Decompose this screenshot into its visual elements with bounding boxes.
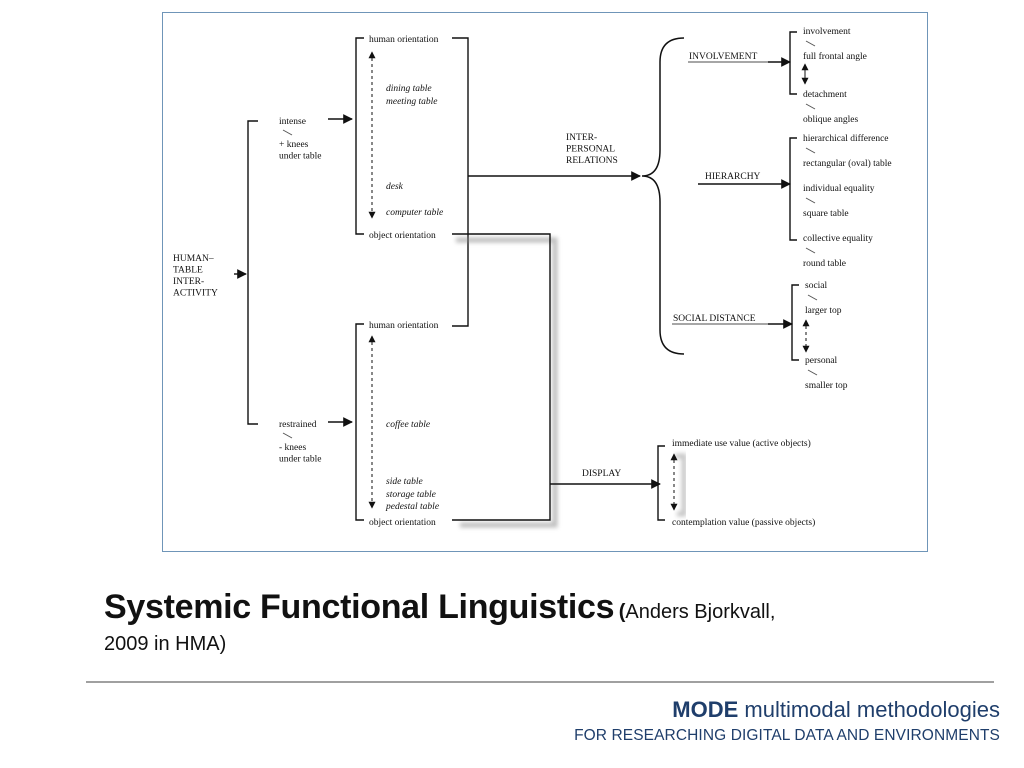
brand-rest: multimodal methodologies [738, 697, 1000, 722]
opt-larger-top: larger top [805, 306, 842, 316]
tick-icon [805, 197, 816, 204]
hierarchy-bracket [789, 137, 797, 241]
tick-icon [805, 247, 816, 254]
interpersonal-brace [641, 37, 685, 355]
tick-icon [807, 369, 818, 376]
opt-hier-diff: hierarchical difference [803, 133, 889, 144]
table-desk: desk [386, 182, 404, 192]
opt-full-frontal: full frontal angle [803, 51, 867, 62]
slide-title: Systemic Functional Linguistics (Anders … [104, 588, 924, 656]
upper-orientation-bracket [355, 37, 364, 235]
intense-label: intense [279, 117, 306, 127]
hierarchy-label: HIERARCHY [705, 172, 761, 182]
opt-personal: personal [805, 356, 838, 366]
upper-object-orientation: object orientation [369, 231, 436, 241]
title-citation-1: Anders Bjorkvall, [625, 601, 776, 623]
lower-object-orientation: object orientation [369, 518, 436, 528]
root-bracket [247, 120, 258, 425]
opt-smaller-top: smaller top [805, 381, 848, 391]
lower-human-orientation: human orientation [369, 321, 439, 331]
upper-human-orientation: human orientation [369, 35, 439, 45]
table-storage: storage table [386, 490, 436, 500]
diagram-frame [162, 12, 928, 552]
title-citation-2: 2009 in HMA) [104, 633, 227, 656]
display-bracket [657, 445, 665, 521]
opt-social: social [805, 281, 828, 291]
opt-oblique: oblique angles [803, 115, 858, 125]
opt-contemplation: contemplation value (passive objects) [672, 517, 815, 528]
table-meeting: meeting table [386, 97, 437, 107]
object-orientation-connector [452, 233, 551, 521]
tick-icon [805, 147, 816, 154]
opt-immediate-use: immediate use value (active objects) [672, 438, 811, 449]
social-distance-label: SOCIAL DISTANCE [673, 314, 756, 324]
opt-coll-equality: collective equality [803, 234, 873, 244]
brand-line: MODE multimodal methodologies [574, 697, 1000, 723]
opt-rect-table: rectangular (oval) table [803, 158, 892, 169]
display-label: DISPLAY [582, 469, 621, 479]
table-dining: dining table [386, 84, 432, 94]
lower-orientation-bracket [355, 323, 364, 521]
brand-bold: MODE [672, 697, 739, 722]
opt-detachment: detachment [803, 90, 847, 100]
tick-icon [805, 103, 816, 110]
footer-brand: MODE multimodal methodologies FOR RESEAR… [574, 697, 1000, 745]
involvement-bracket [789, 31, 797, 95]
restrained-label: restrained [279, 420, 317, 430]
tick-icon [807, 294, 818, 301]
restrained-tick [282, 432, 293, 439]
tick-icon [805, 40, 816, 47]
title-main: Systemic Functional Linguistics [104, 588, 615, 626]
social-bracket [791, 284, 799, 361]
opt-round-table: round table [803, 259, 846, 269]
table-computer: computer table [386, 208, 443, 218]
table-coffee: coffee table [386, 419, 430, 430]
intense-tick [282, 129, 293, 136]
opt-square-table: square table [803, 209, 849, 219]
opt-ind-equality: individual equality [803, 184, 875, 194]
divider-line [86, 681, 994, 683]
human-orientation-connector [452, 37, 469, 327]
brand-tagline: FOR RESEARCHING DIGITAL DATA AND ENVIRON… [574, 727, 1000, 744]
table-pedestal: pedestal table [385, 502, 439, 512]
title-paren: ( [618, 601, 626, 623]
involvement-label: INVOLVEMENT [689, 52, 757, 62]
table-side: side table [386, 477, 423, 487]
opt-involvement: involvement [803, 27, 851, 37]
